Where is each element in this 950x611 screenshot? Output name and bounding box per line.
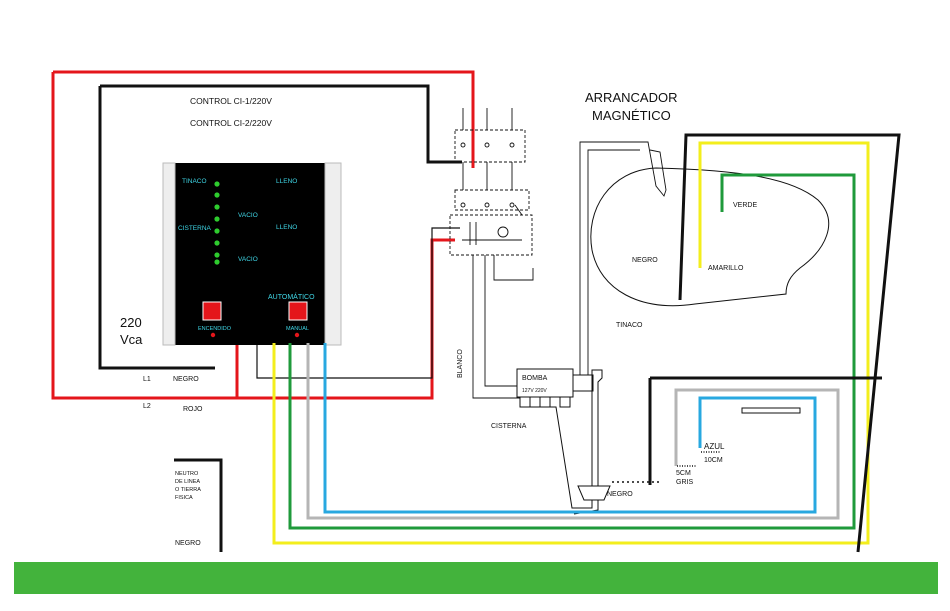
neutral-line-2: DE LINEA <box>175 479 200 485</box>
panel-right-rail <box>325 163 341 345</box>
neutral-line-1: NEUTRO <box>175 471 199 477</box>
lleno-label-1: LLENO <box>276 178 297 185</box>
tinaco-label: TINACO <box>182 178 207 185</box>
gris-distance-label: 5CM <box>676 470 691 477</box>
led <box>214 252 219 257</box>
led <box>214 216 219 221</box>
vacio-label-1: VACIO <box>238 212 258 219</box>
encendido-button[interactable] <box>203 302 221 320</box>
black-wire-control <box>100 86 462 162</box>
control-panel <box>163 163 341 345</box>
starter-title-2: MAGNÉTICO <box>592 108 671 123</box>
footer-bar <box>14 562 938 594</box>
led <box>214 259 219 264</box>
voltage-label-1: 220 <box>120 315 142 330</box>
led <box>214 181 219 186</box>
automatico-label: AUTOMÁTICO <box>268 292 315 301</box>
foot-valve <box>578 486 610 500</box>
neutral-line-4: FISICA <box>175 495 193 501</box>
voltage-label-2: Vca <box>120 332 143 347</box>
starter-title-1: ARRANCADOR <box>585 90 677 105</box>
neutral-negro-label: NEGRO <box>175 540 201 547</box>
pump-cisterna-label: CISTERNA <box>491 423 527 430</box>
cisterna-label: CISTERNA <box>178 225 212 232</box>
azul-label: AZUL <box>704 442 725 451</box>
rojo-supply-label: ROJO <box>183 406 203 413</box>
manual-indicator <box>295 333 299 337</box>
manual-button[interactable] <box>289 302 307 320</box>
pump-leads <box>473 142 666 398</box>
panel-left-rail <box>163 163 175 345</box>
l1-label: L1 <box>143 376 151 383</box>
black-wire-tank <box>680 135 899 552</box>
controller-title-1: CONTROL CI-1/220V <box>190 96 272 106</box>
led <box>214 192 219 197</box>
tank-negro-label: NEGRO <box>632 257 658 264</box>
led <box>214 240 219 245</box>
yellow-wire <box>274 143 868 543</box>
tinaco-outline <box>591 168 829 306</box>
led <box>214 204 219 209</box>
gris-label: GRIS <box>676 479 693 486</box>
encendido-label: ENCENDIDO <box>198 326 232 332</box>
l2-label: L2 <box>143 403 151 410</box>
encendido-indicator <box>211 333 215 337</box>
green-wire <box>290 175 854 528</box>
negro-supply-label: NEGRO <box>173 376 199 383</box>
tinaco-tank-label: TINACO <box>616 322 643 329</box>
manual-label: MANUAL <box>286 326 309 332</box>
azul-distance-label: 10CM <box>704 457 723 464</box>
pump-rating: 127V 220V <box>522 388 547 394</box>
lleno-label-2: LLENO <box>276 224 297 231</box>
controller-title-2: CONTROL CI-2/220V <box>190 118 272 128</box>
vacio-label-2: VACIO <box>238 256 258 263</box>
neutral-line-3: O TIERRA <box>175 487 201 493</box>
verde-label: VERDE <box>733 202 757 209</box>
pump-label: BOMBA <box>522 375 548 382</box>
magnetic-starter <box>450 108 532 255</box>
blanco-label: BLANCO <box>457 349 464 378</box>
cistern-shelf <box>742 408 800 413</box>
amarillo-label: AMARILLO <box>708 265 744 272</box>
blue-wire <box>325 343 815 512</box>
led <box>214 228 219 233</box>
cistern-negro-label: NEGRO <box>607 491 633 498</box>
